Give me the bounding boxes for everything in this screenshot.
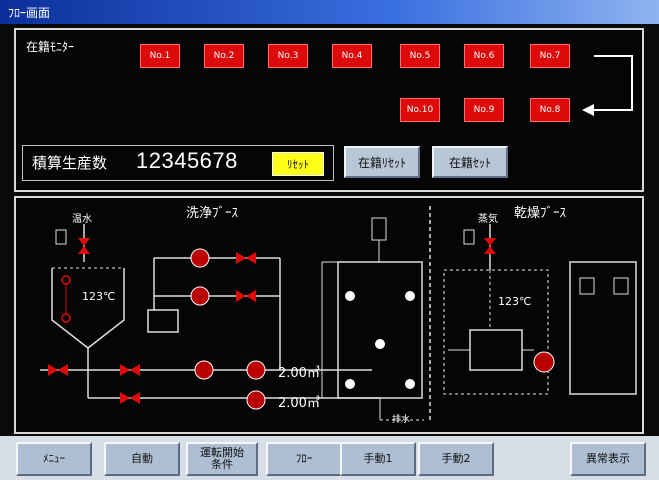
hot-water-label: 温水 — [72, 214, 92, 225]
stock-slot-3[interactable]: No.3 — [268, 44, 308, 68]
pump-icons — [190, 248, 266, 410]
wash-temperature: 123℃ — [82, 290, 116, 303]
dry-chamber — [443, 269, 549, 395]
heater-unit — [469, 329, 523, 371]
flow-readout-1: 2.00㎥ — [278, 366, 320, 381]
production-label: 積算生産数 — [32, 154, 108, 172]
flow-button[interactable]: ﾌﾛｰ — [266, 442, 342, 476]
stock-slot-5[interactable]: No.5 — [400, 44, 440, 68]
stock-slot-7[interactable]: No.7 — [530, 44, 570, 68]
stock-slot-1[interactable]: No.1 — [140, 44, 180, 68]
wash-chamber — [337, 261, 423, 399]
hot-water-gauge — [55, 229, 67, 245]
stock-slot-6[interactable]: No.6 — [464, 44, 504, 68]
filter-unit — [147, 309, 179, 333]
steam-label: 蒸気 — [478, 214, 498, 225]
dry-temperature: 123℃ — [498, 295, 532, 308]
auto-button[interactable]: 自動 — [104, 442, 180, 476]
stock-slot-4[interactable]: No.4 — [332, 44, 372, 68]
nozzle-icons — [345, 291, 415, 389]
window-title: ﾌﾛｰ画面 — [8, 6, 51, 20]
stock-slot-row2-3[interactable]: No.8 — [530, 98, 570, 122]
hot-water-valve-icon — [78, 238, 90, 254]
dry-booth-label: 乾燥ﾌﾞｰｽ — [514, 206, 567, 221]
stock-slot-row2-1[interactable]: No.10 — [400, 98, 440, 122]
dry-cabinet — [569, 261, 637, 395]
stock-monitor-title: 在籍ﾓﾆﾀｰ — [26, 40, 75, 54]
dry-fan-icon — [533, 351, 555, 373]
stock-reset-button[interactable]: 在籍ﾘｾｯﾄ — [344, 146, 420, 178]
stock-set-button[interactable]: 在籍ｾｯﾄ — [432, 146, 508, 178]
manual1-button[interactable]: 手動1 — [340, 442, 416, 476]
menu-button[interactable]: ﾒﾆｭｰ — [16, 442, 92, 476]
wash-booth-label: 洗浄ﾌﾞｰｽ — [186, 206, 239, 221]
stock-slot-2[interactable]: No.2 — [204, 44, 244, 68]
wash-tank — [51, 268, 125, 349]
stock-slot-row2-2[interactable]: No.9 — [464, 98, 504, 122]
drain-label: 排水 — [392, 415, 411, 425]
alarm-display-button[interactable]: 異常表示 — [570, 442, 646, 476]
production-value: 12345678 — [136, 148, 238, 173]
flow-readout-2: 2.00㎥ — [278, 396, 320, 411]
valve-cluster-mid — [120, 364, 140, 404]
run-conditions-button[interactable]: 運転開始 条件 — [186, 442, 258, 476]
production-reset-button[interactable]: ﾘｾｯﾄ — [272, 152, 324, 176]
manual2-button[interactable]: 手動2 — [418, 442, 494, 476]
valve-icons-upper — [236, 252, 256, 302]
window-titlebar: ﾌﾛｰ画面 — [0, 0, 659, 24]
